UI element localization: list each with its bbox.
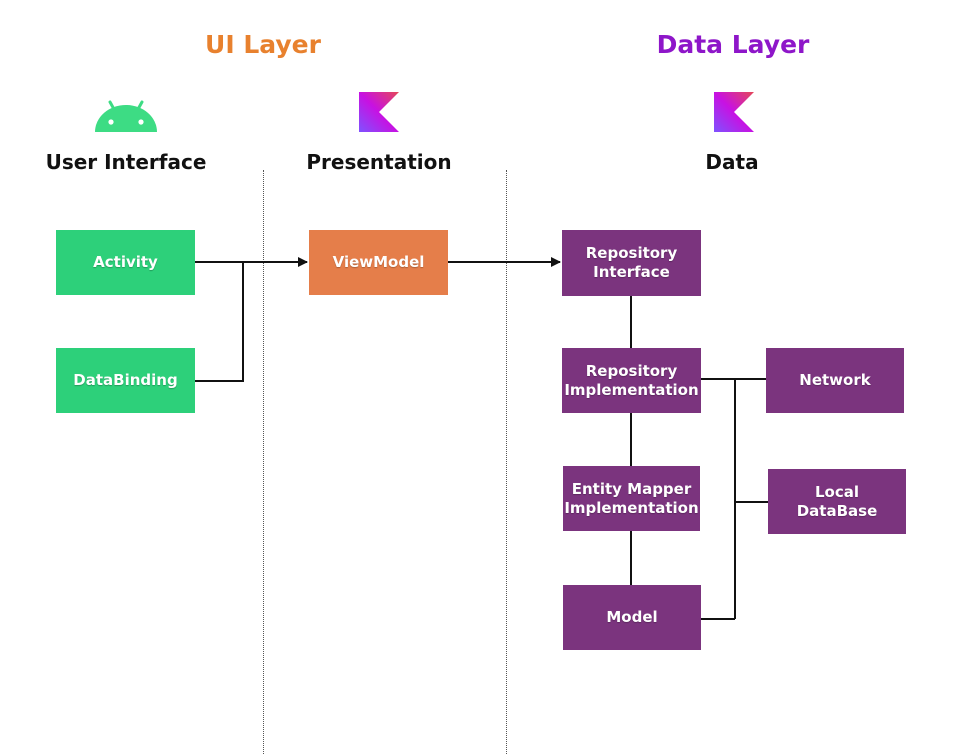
column-divider <box>506 170 507 754</box>
node-repository-interface[interactable]: Repository Interface <box>562 230 701 296</box>
node-viewmodel[interactable]: ViewModel <box>309 230 448 295</box>
node-activity[interactable]: Activity <box>56 230 195 295</box>
kotlin-icon <box>359 92 399 132</box>
node-entity-mapper-implementation[interactable]: Entity Mapper Implementation <box>563 466 700 531</box>
android-icon <box>94 100 158 134</box>
ui-layer-title: UI Layer <box>205 30 321 59</box>
node-network[interactable]: Network <box>766 348 904 413</box>
column-title-data: Data <box>705 150 759 174</box>
node-databinding[interactable]: DataBinding <box>56 348 195 413</box>
node-model[interactable]: Model <box>563 585 701 650</box>
node-repository-implementation[interactable]: Repository Implementation <box>562 348 701 413</box>
edge-databinding-viewmodel <box>195 262 244 382</box>
column-title-user-interface: User Interface <box>45 150 207 174</box>
kotlin-icon <box>714 92 754 132</box>
data-layer-title: Data Layer <box>656 30 810 59</box>
column-title-presentation: Presentation <box>306 150 452 174</box>
column-divider <box>263 170 264 754</box>
node-local-database[interactable]: Local DataBase <box>768 469 906 534</box>
